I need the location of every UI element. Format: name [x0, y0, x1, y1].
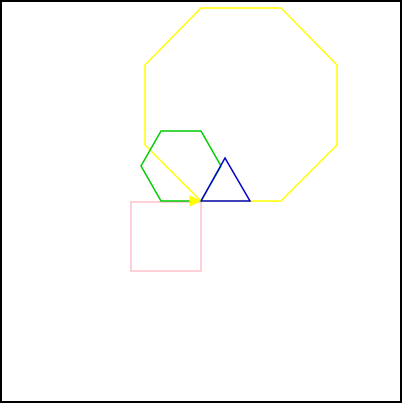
- octagon-shape: [144, 7, 338, 202]
- small-triangle-shape: [189, 195, 202, 207]
- square-shape: [130, 201, 202, 272]
- hexagon-shape: [140, 130, 222, 202]
- triangle-shape: [199, 156, 252, 202]
